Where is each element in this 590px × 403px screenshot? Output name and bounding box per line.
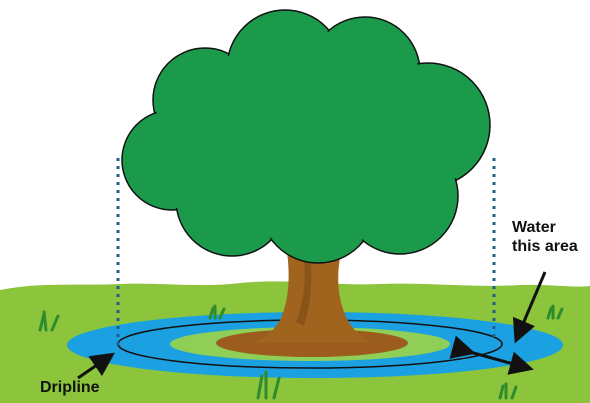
water-label-line2: this area (512, 237, 578, 256)
dripline-label: Dripline (40, 378, 100, 397)
water-this-area-label: Water this area (512, 218, 578, 256)
tree-canopy (122, 10, 490, 263)
water-label-line1: Water (512, 218, 578, 237)
